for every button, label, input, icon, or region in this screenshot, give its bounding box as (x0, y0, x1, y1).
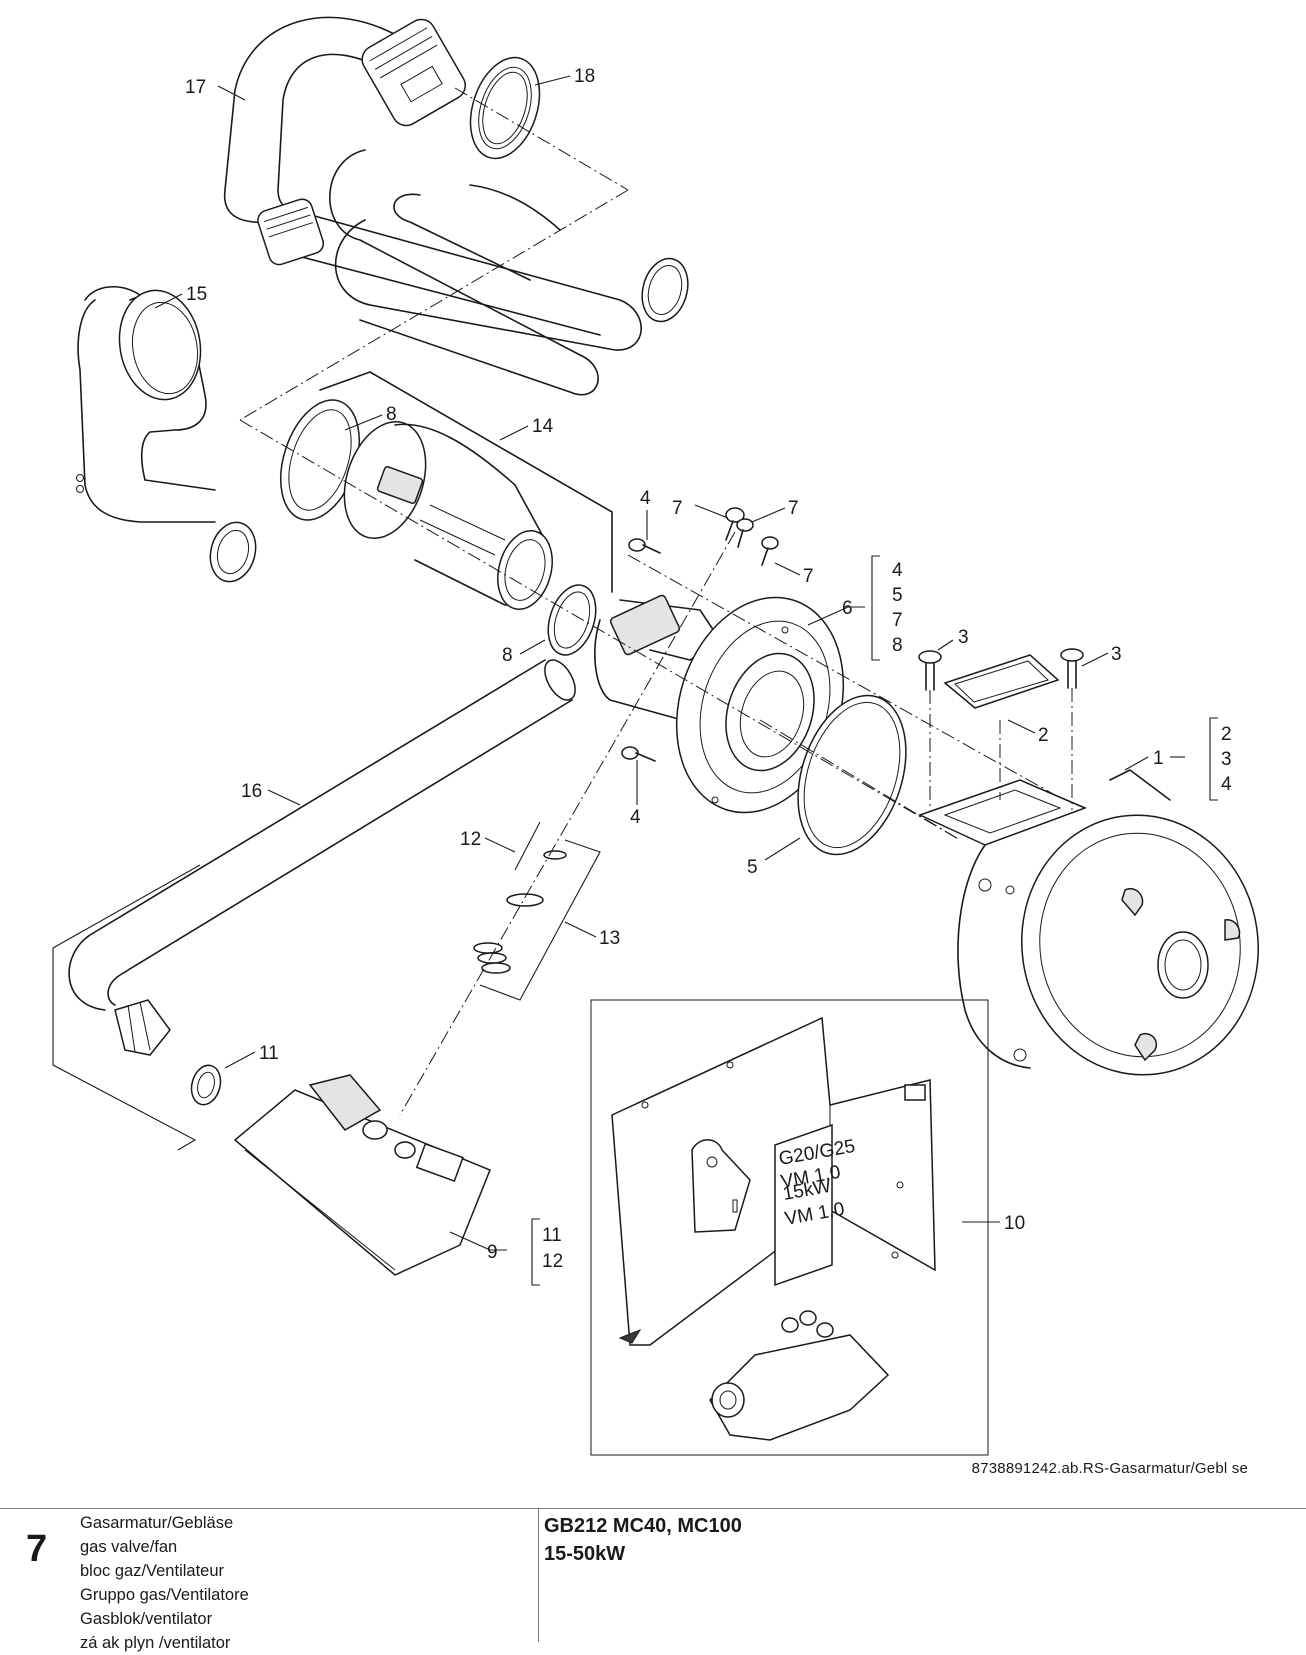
callout-11: 11 (259, 1043, 279, 1064)
part-2-flange-gasket (943, 654, 1060, 709)
callout-9: 9 (487, 1242, 498, 1263)
part-10-conversion-kit: G20/G25 VM 1.0 15kW VM 1.0 (590, 999, 989, 1456)
group-6-item: 8 (892, 635, 903, 656)
part-9-gas-valve (233, 1074, 491, 1276)
power-range: 15-50kW (544, 1543, 626, 1565)
callout-10: 10 (1004, 1213, 1025, 1234)
callout-3-left: 3 (958, 627, 969, 648)
part-14-venturi-tube (319, 371, 613, 610)
group-6-item: 4 (892, 560, 903, 581)
exploded-parts-diagram: G20/G25 VM 1.0 15kW VM 1.0 (52, 16, 1259, 1456)
callout-3-right: 3 (1111, 644, 1122, 665)
part-6-inlet-flange (594, 594, 845, 814)
callout-12: 12 (460, 829, 481, 850)
part-15-elbow-connector (76, 285, 257, 583)
group-1-item: 3 (1221, 749, 1232, 770)
group-9-item: 11 (542, 1225, 562, 1246)
part-8-o-ring-lower (547, 584, 597, 656)
callout-16: 16 (241, 781, 262, 802)
callout-5: 5 (747, 857, 758, 878)
part-1-fan (918, 769, 1259, 1076)
group-1-item: 4 (1221, 774, 1232, 795)
screw-4-lower (621, 746, 656, 762)
screw-7-b (736, 518, 754, 548)
model-name: GB212 MC40, MC100 (544, 1515, 742, 1537)
footer (0, 1508, 1306, 1643)
callout-1: 1 (1153, 748, 1164, 769)
drawing-reference: 8738891242.ab.RS-Gasarmatur/Gebl se (971, 1460, 1248, 1477)
title-cs: zá ak plyn /ventilator (80, 1634, 231, 1652)
screw-3-right (1060, 648, 1084, 689)
part-12-o-rings (506, 850, 567, 907)
part-13-seal-kit (473, 942, 511, 974)
model-block: GB212 MC40, MC100 15-50kW (544, 1512, 742, 1568)
group-6-item: 5 (892, 585, 903, 606)
group-9-item: 12 (542, 1251, 563, 1272)
callout-17: 17 (185, 77, 206, 98)
callout-8-upper: 8 (386, 404, 397, 425)
part-17-siphon-hose (223, 16, 689, 396)
title-fr: bloc gaz/Ventilateur (80, 1562, 225, 1580)
group-6-item: 7 (892, 610, 903, 631)
callout-7-a: 7 (672, 498, 683, 519)
leader-lines (154, 75, 1185, 1251)
callout-7-c: 7 (803, 566, 814, 587)
part-16-gas-pipe (68, 659, 576, 1056)
callout-14: 14 (532, 416, 554, 437)
callout-18: 18 (574, 66, 595, 87)
title-en: gas valve/fan (80, 1538, 178, 1556)
screw-7-a (725, 507, 745, 541)
screw-3-left (918, 650, 942, 691)
screw-7-c (761, 536, 779, 566)
section-number: 7 (26, 1528, 48, 1570)
axis-lines (239, 87, 1073, 1116)
callout-4-upper: 4 (640, 488, 651, 509)
callout-4-lower: 4 (630, 807, 641, 828)
part-11-washer (190, 1064, 222, 1106)
callout-15: 15 (186, 284, 207, 305)
callout-labels: 17 18 15 8 14 4 7 7 7 6 8 3 3 2 1 4 5 16… (185, 66, 1232, 1272)
callout-7-b: 7 (788, 498, 799, 519)
title-it: Gruppo gas/Ventilatore (80, 1586, 249, 1604)
screws (621, 507, 1084, 762)
footer-divider (538, 1509, 539, 1642)
screw-4-upper (628, 538, 661, 554)
callout-8-lower: 8 (502, 645, 513, 666)
title-nl: Gasblok/ventilator (80, 1610, 213, 1628)
callout-6: 6 (842, 598, 853, 619)
group-brackets (52, 555, 1218, 1286)
group-1-item: 2 (1221, 724, 1232, 745)
section-titles: Gasarmatur/Gebläse gas valve/fan bloc ga… (80, 1511, 249, 1655)
callout-2: 2 (1038, 725, 1049, 746)
title-de: Gasarmatur/Gebläse (80, 1514, 234, 1532)
part-18-seal-ring (469, 56, 541, 160)
callout-13: 13 (599, 928, 620, 949)
